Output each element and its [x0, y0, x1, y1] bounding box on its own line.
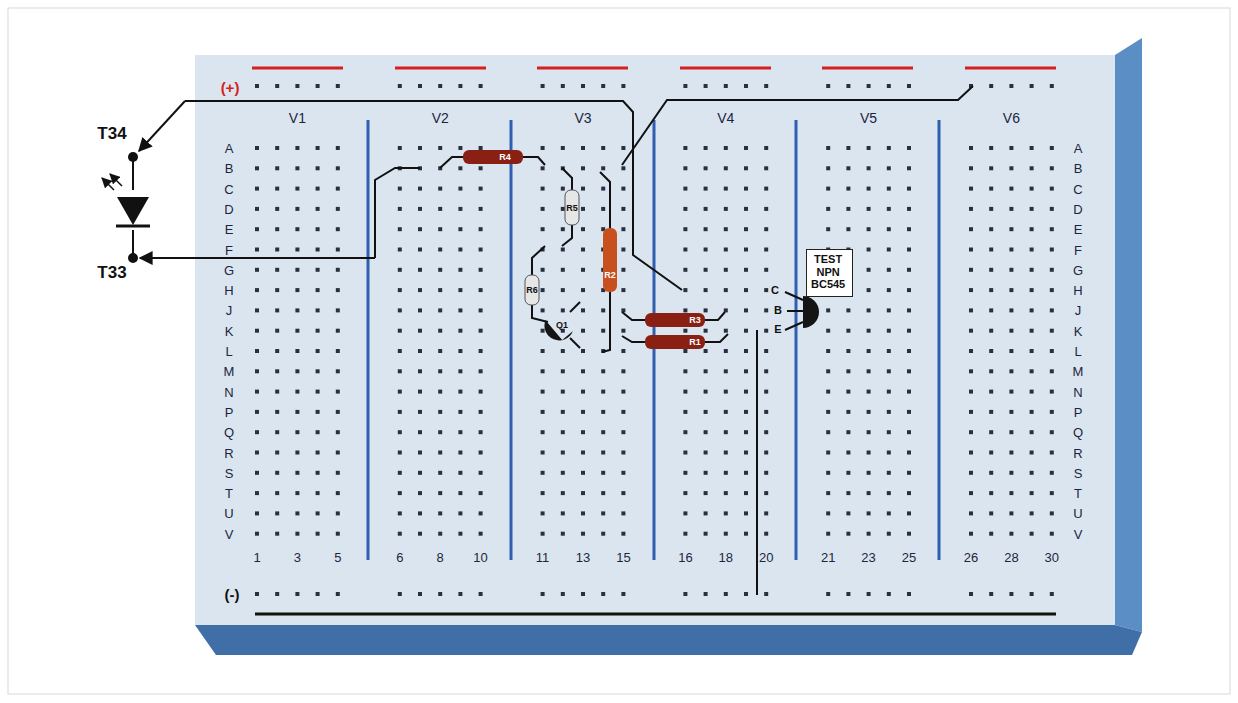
- row-letter: N: [224, 385, 233, 398]
- row-letter: S: [1074, 466, 1083, 479]
- column-number: 8: [437, 551, 444, 564]
- component-label: R3: [689, 316, 701, 325]
- row-letter: C: [224, 182, 233, 195]
- board-side: [195, 625, 1142, 655]
- transistor-symbol: [803, 296, 819, 328]
- component-label: R1: [689, 338, 701, 347]
- component-label: R5: [566, 204, 578, 213]
- row-letter: J: [1075, 304, 1082, 317]
- row-letter: E: [1074, 223, 1083, 236]
- column-number: 1: [253, 551, 260, 564]
- row-letter: P: [1074, 405, 1083, 418]
- component-label: R6: [526, 286, 538, 295]
- row-letter: S: [225, 466, 234, 479]
- row-letter: Q: [1073, 426, 1083, 439]
- row-letter: R: [224, 446, 233, 459]
- row-letter: D: [1073, 202, 1082, 215]
- led-symbol: [102, 152, 151, 263]
- column-number: 26: [964, 551, 978, 564]
- wire: [133, 86, 973, 595]
- label-box: TEST NPN BC545: [806, 249, 853, 297]
- column-number: 13: [576, 551, 590, 564]
- row-letter: N: [1073, 385, 1082, 398]
- pin-label: B: [774, 305, 782, 316]
- board-side: [1115, 38, 1142, 632]
- row-letter: E: [225, 223, 234, 236]
- column-number: 3: [294, 551, 301, 564]
- component-label: R4: [499, 153, 511, 162]
- row-letter: V: [225, 527, 234, 540]
- row-letter: P: [225, 405, 234, 418]
- column-number: 21: [821, 551, 835, 564]
- row-letter: M: [1073, 365, 1084, 378]
- column-number: 18: [719, 551, 733, 564]
- row-letter: H: [1073, 284, 1082, 297]
- ground-rail-line: [255, 613, 1056, 616]
- column-number: 16: [678, 551, 692, 564]
- breadboard: [195, 55, 1115, 625]
- row-letter: F: [1074, 243, 1082, 256]
- block-label: V3: [574, 111, 591, 125]
- row-letter: H: [224, 284, 233, 297]
- row-letter: B: [225, 162, 234, 175]
- column-number: 6: [396, 551, 403, 564]
- transistor-symbol: [540, 311, 575, 346]
- component-label: R2: [604, 271, 616, 280]
- block-separator: [368, 120, 939, 560]
- row-letter: M: [224, 365, 235, 378]
- row-letter: K: [1074, 324, 1083, 337]
- row-letter: D: [224, 202, 233, 215]
- column-number: 23: [861, 551, 875, 564]
- row-letter: C: [1073, 182, 1082, 195]
- rail-label: (+): [221, 80, 240, 95]
- row-letter: T: [1074, 487, 1082, 500]
- row-letter: K: [225, 324, 234, 337]
- column-number: 5: [334, 551, 341, 564]
- pin-label: E: [774, 324, 781, 335]
- column-number: 28: [1004, 551, 1018, 564]
- frame: [8, 8, 1230, 694]
- row-letter: G: [1073, 263, 1083, 276]
- block-label: V6: [1003, 111, 1020, 125]
- block-label: V5: [860, 111, 877, 125]
- row-letter: B: [1074, 162, 1083, 175]
- row-letter: V: [1074, 527, 1083, 540]
- block-label: V1: [289, 111, 306, 125]
- row-letter: L: [1074, 345, 1081, 358]
- row-letter: U: [1073, 507, 1082, 520]
- hole-grid: [255, 84, 1054, 596]
- terminal-label: T33: [97, 264, 126, 281]
- block-label: V4: [717, 111, 734, 125]
- node-text: TEST NPN BC545: [811, 253, 845, 291]
- row-letter: Q: [224, 426, 234, 439]
- column-number: 30: [1045, 551, 1059, 564]
- terminal-label: T34: [97, 125, 126, 142]
- component-label: Q1: [556, 321, 568, 330]
- column-number: 15: [616, 551, 630, 564]
- column-number: 25: [902, 551, 916, 564]
- row-letter: A: [225, 142, 234, 155]
- row-letter: U: [224, 507, 233, 520]
- row-letter: A: [1074, 142, 1083, 155]
- row-letter: J: [226, 304, 233, 317]
- block-label: V2: [432, 111, 449, 125]
- column-number: 20: [759, 551, 773, 564]
- rail-label: (-): [225, 587, 240, 602]
- pin-label: C: [771, 285, 779, 296]
- power-rail-line: [252, 67, 1056, 70]
- row-letter: G: [224, 263, 234, 276]
- resistor-symbol: [463, 150, 705, 349]
- row-letter: T: [225, 487, 233, 500]
- column-number: 10: [473, 551, 487, 564]
- row-letter: F: [225, 243, 233, 256]
- column-number: 11: [536, 551, 550, 564]
- row-letter: R: [1073, 446, 1082, 459]
- row-letter: L: [225, 345, 232, 358]
